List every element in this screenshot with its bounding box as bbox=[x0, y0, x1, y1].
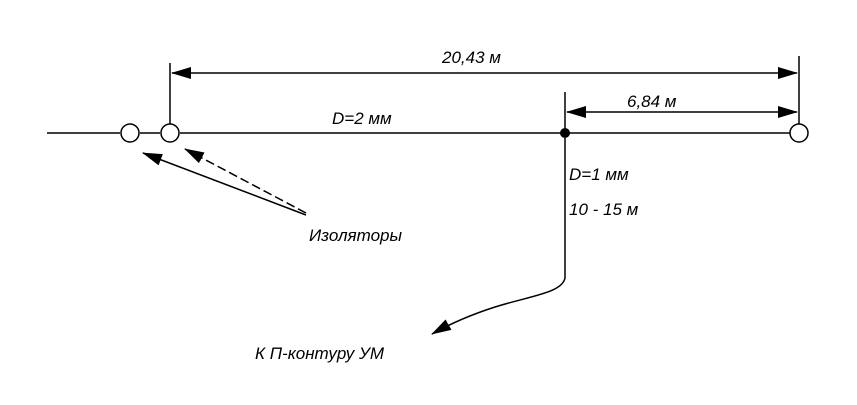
feed-point bbox=[560, 128, 570, 138]
insulator-inner bbox=[160, 123, 180, 143]
label-main-wire-diameter: D=2 мм bbox=[332, 109, 392, 128]
label-insulators: Изоляторы bbox=[309, 226, 403, 245]
pointer-arrow-outer-insulator bbox=[142, 152, 307, 216]
label-feed-target: К П-контуру УМ bbox=[255, 344, 385, 363]
insulator-outer bbox=[120, 123, 140, 143]
label-feed-wire-length: 10 - 15 м bbox=[569, 200, 639, 219]
label-feed-wire-diameter: D=1 мм bbox=[569, 165, 629, 184]
insulator-end bbox=[789, 123, 809, 143]
label-short-length: 6,84 м bbox=[627, 92, 677, 111]
feed-wire bbox=[431, 138, 566, 335]
pointer-arrow-inner-insulator bbox=[184, 148, 307, 214]
label-total-length: 20,43 м bbox=[441, 48, 501, 67]
